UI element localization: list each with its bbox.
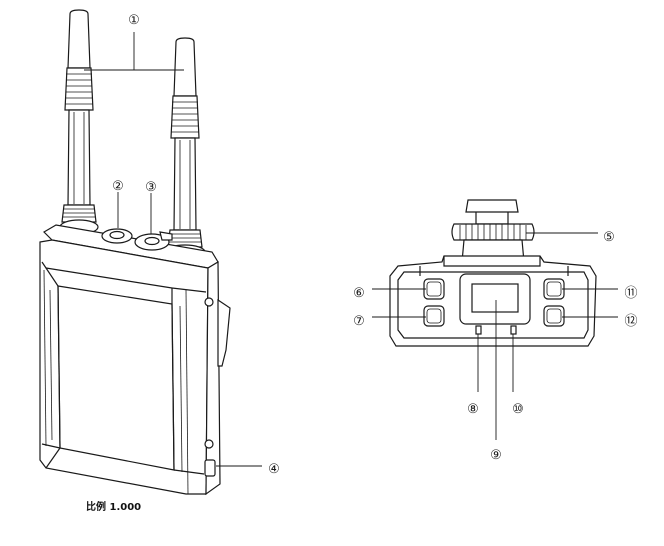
antenna-right bbox=[164, 37, 206, 260]
led-10 bbox=[510, 325, 517, 335]
callout-12: ⑫ bbox=[624, 314, 637, 329]
hot-shoe-mount bbox=[451, 199, 535, 263]
callout-3: ③ bbox=[145, 180, 157, 195]
antenna-left bbox=[59, 9, 99, 235]
callout-1: ① bbox=[128, 13, 140, 28]
leaders-right bbox=[372, 232, 618, 440]
scale-note: 比例 1.000 bbox=[86, 500, 141, 513]
device-perspective-view bbox=[39, 9, 262, 496]
display-screen bbox=[459, 273, 531, 325]
device-body bbox=[39, 224, 231, 496]
callout-11: ⑪ bbox=[624, 286, 637, 301]
callout-labels: ① ② ③ ④ ⑤ ⑥ ⑦ ⑧ ⑨ ⑩ ⑪ ⑫ bbox=[112, 7, 638, 477]
callout-7: ⑦ bbox=[353, 314, 365, 329]
callout-9: ⑨ bbox=[490, 448, 502, 463]
callout-5: ⑤ bbox=[603, 230, 615, 245]
callout-10: ⑩ bbox=[512, 402, 524, 417]
device-top-view bbox=[372, 199, 618, 440]
button-7 bbox=[423, 305, 445, 327]
button-12 bbox=[543, 305, 565, 327]
callout-8: ⑧ bbox=[467, 402, 479, 417]
led-8 bbox=[475, 325, 482, 335]
callout-2: ② bbox=[112, 179, 124, 194]
leaders-left bbox=[84, 32, 262, 467]
callout-4: ④ bbox=[268, 462, 280, 477]
callout-6: ⑥ bbox=[353, 286, 365, 301]
